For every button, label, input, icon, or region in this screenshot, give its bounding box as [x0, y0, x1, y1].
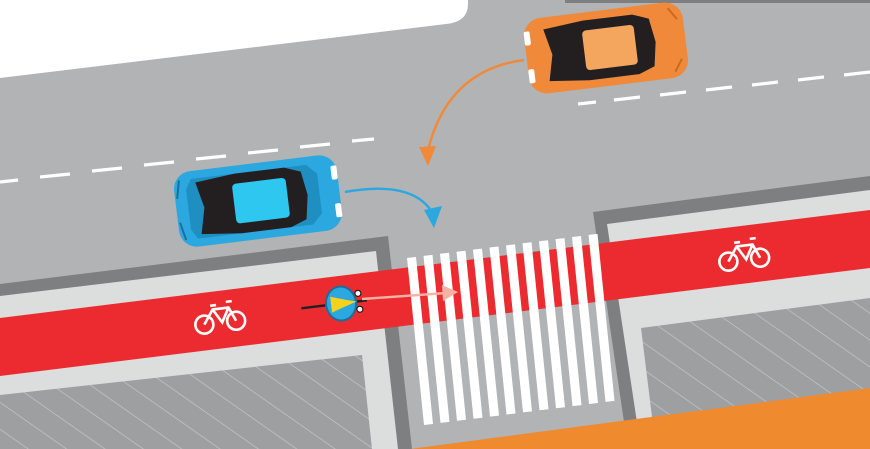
top-right-curb-strip — [565, 0, 870, 3]
